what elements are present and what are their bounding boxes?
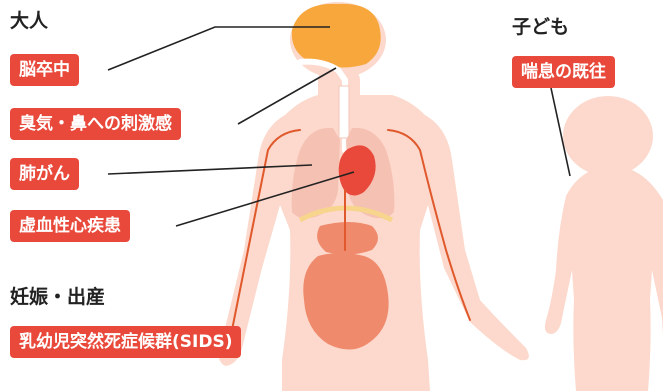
label-stroke: 脳卒中 xyxy=(10,54,79,86)
label-sids: 乳幼児突然死症候群(SIDS) xyxy=(10,326,242,358)
pointer-lines xyxy=(107,26,571,227)
trachea-icon xyxy=(338,85,350,139)
child-heading: 子ども xyxy=(512,16,570,38)
stomach-icon xyxy=(317,222,378,255)
label-lung-cancer: 肺がん xyxy=(10,158,79,190)
pointer-asthma xyxy=(550,87,571,177)
pointer-heart-disease xyxy=(175,171,355,227)
pointer-stroke xyxy=(107,26,330,71)
adult-heading: 大人 xyxy=(10,10,49,32)
lung-left-icon xyxy=(291,127,340,219)
brain-icon xyxy=(291,3,381,68)
pregnancy-heading: 妊娠・出産 xyxy=(10,286,106,308)
airway-icon xyxy=(297,58,348,153)
intestine-icon xyxy=(303,253,389,350)
label-irritation: 臭気・鼻への刺激感 xyxy=(10,108,181,140)
pointer-irritation xyxy=(237,67,337,125)
child-silhouette xyxy=(544,96,663,391)
label-heart-disease: 虚血性心疾患 xyxy=(10,210,130,242)
blood-vessels xyxy=(231,129,471,331)
heart-icon xyxy=(338,145,376,196)
label-asthma: 喘息の既往 xyxy=(512,56,615,88)
pointer-lung-cancer xyxy=(107,164,313,175)
